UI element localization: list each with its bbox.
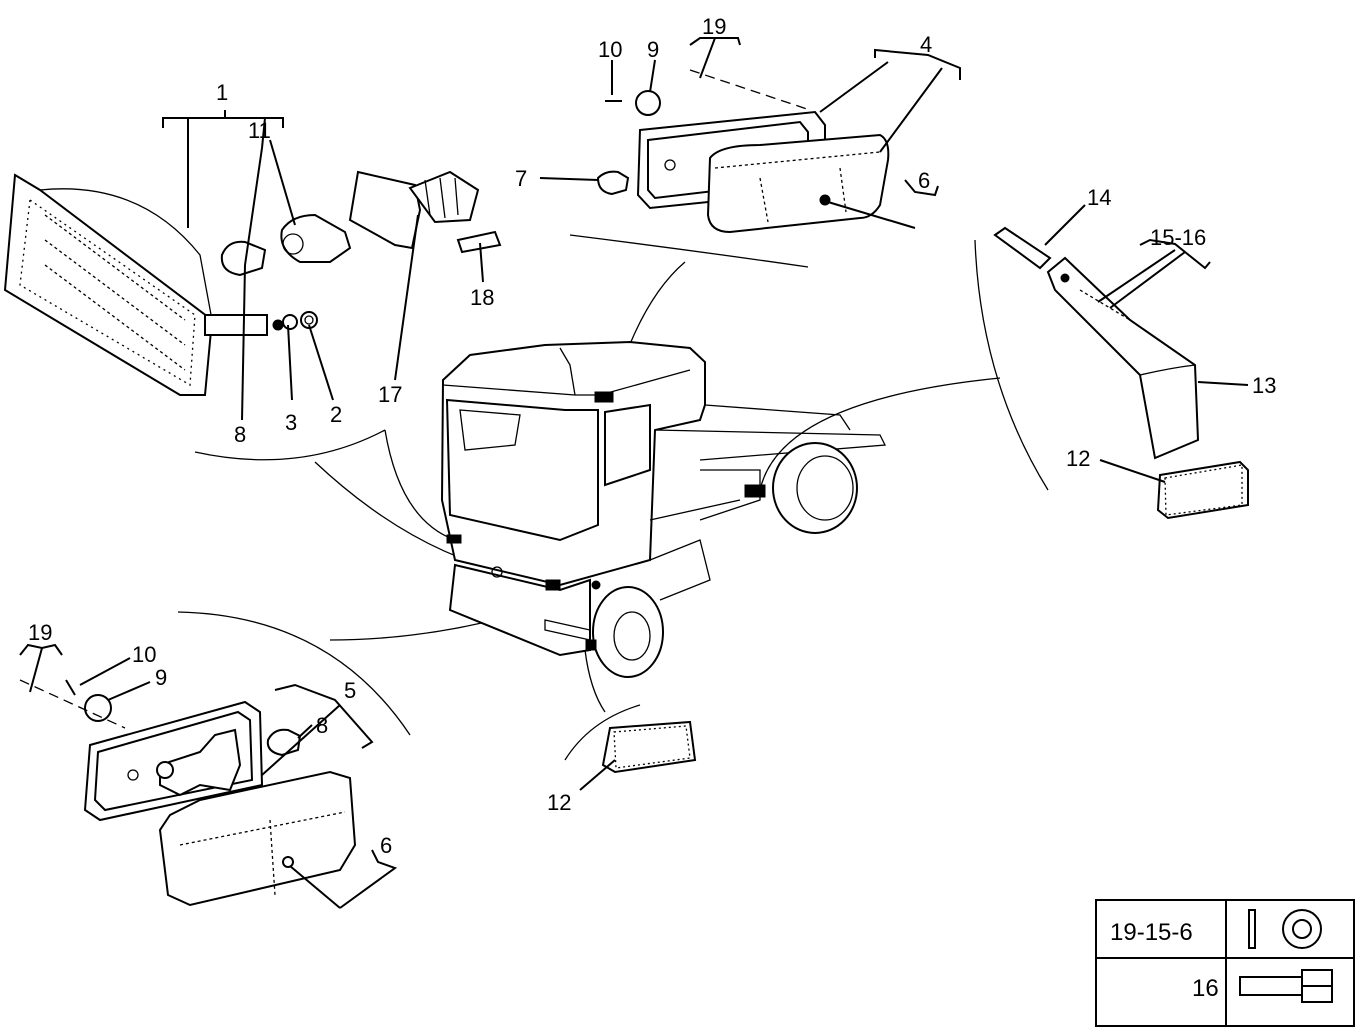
callout-15-16: 15-16: [1150, 225, 1206, 250]
fastener-legend: 19-15-6 16: [1095, 899, 1355, 1027]
callout-9-bottom: 9: [155, 665, 167, 690]
rear-lamp-top: [596, 90, 916, 234]
callout-1: 1: [216, 80, 228, 105]
truck-illustration: [440, 340, 887, 678]
callout-19-top: 19: [702, 14, 726, 39]
callout-4: 4: [920, 32, 932, 57]
callout-14: 14: [1087, 185, 1111, 210]
callout-6-bottom: 6: [380, 833, 392, 858]
callout-7: 7: [515, 166, 527, 191]
callout-labels: 1 11 8 3 2 17 18 10 9 19 4 6 7 14 15-16 …: [28, 14, 1276, 858]
legend-row2-label: 16: [1192, 975, 1219, 1002]
callout-10-bottom: 10: [132, 642, 156, 667]
callout-9-top: 9: [647, 37, 659, 62]
side-reflector: [601, 720, 697, 774]
front-marker-lamp: [3, 170, 502, 396]
callout-2: 2: [330, 402, 342, 427]
callout-19-bottom: 19: [28, 620, 52, 645]
callout-5: 5: [344, 678, 356, 703]
callout-11: 11: [248, 118, 271, 143]
callout-12-bottom: 12: [547, 790, 571, 815]
reflector-bracket: [993, 226, 1249, 520]
leader-lines: [19, 37, 1249, 909]
rear-lamp-bottom: [19, 679, 357, 909]
callout-3: 3: [285, 410, 297, 435]
pin-icon: [1248, 909, 1256, 949]
washer-icon: [1282, 909, 1322, 949]
callout-17: 17: [378, 382, 402, 407]
callout-12-right: 12: [1066, 446, 1090, 471]
callout-10-top: 10: [598, 37, 622, 62]
callout-8-top: 8: [234, 422, 246, 447]
callout-6-top: 6: [918, 168, 930, 193]
legend-row1-label: 19-15-6: [1110, 919, 1193, 946]
callout-8-bottom: 8: [316, 713, 328, 738]
callout-13: 13: [1252, 373, 1276, 398]
bolt-icon: [1239, 969, 1333, 1003]
callout-arcs: [177, 234, 1049, 761]
callout-18: 18: [470, 285, 494, 310]
